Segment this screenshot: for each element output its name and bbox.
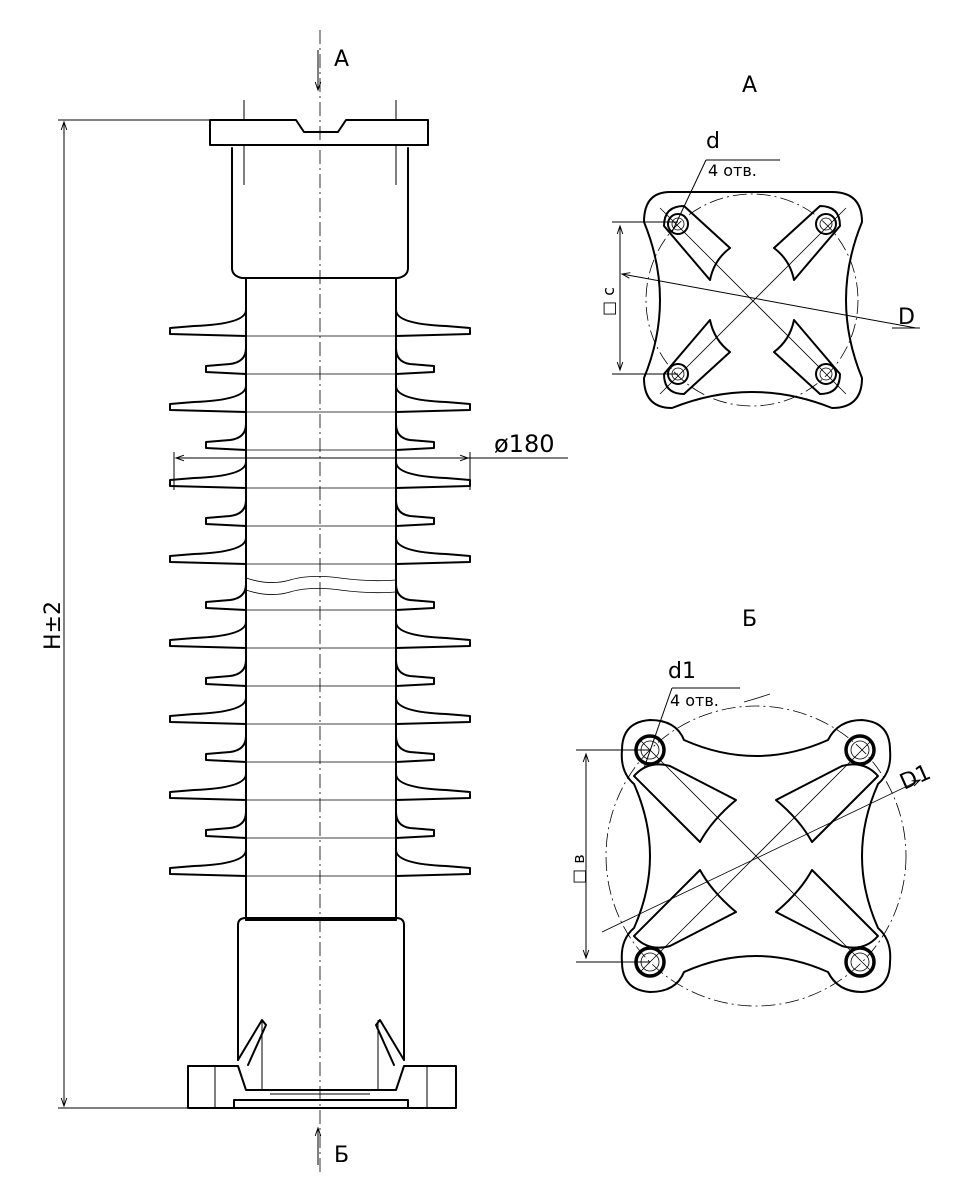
shed-group <box>169 309 471 877</box>
small-shed <box>205 583 435 611</box>
view-a-title: A <box>742 73 757 98</box>
insulator-side-view: A Б <box>41 30 568 1175</box>
top-fitting <box>231 147 409 279</box>
view-b-square-label: □ в <box>569 854 588 884</box>
large-shed <box>169 621 471 649</box>
view-a: A d 4 отв. D <box>599 73 920 409</box>
small-shed <box>205 659 435 687</box>
small-shed <box>205 423 435 451</box>
view-b-hole-label: d1 <box>668 659 696 684</box>
bottom-flange <box>187 1065 457 1109</box>
section-marker-a-label: A <box>334 47 349 72</box>
small-shed <box>205 735 435 763</box>
large-shed <box>169 773 471 801</box>
view-b-pcd-circle <box>605 705 907 1007</box>
view-a-hole-label: d <box>706 129 720 154</box>
view-b-title: Б <box>742 607 757 632</box>
view-a-square-label: □ c <box>599 287 618 316</box>
small-shed <box>205 499 435 527</box>
small-shed <box>205 347 435 375</box>
gusset-right <box>375 1019 405 1066</box>
view-b-hole-count: 4 отв. <box>670 691 719 710</box>
height-dimension: H±2 <box>41 119 210 1109</box>
view-a-slots <box>663 205 841 395</box>
view-a-hole-count: 4 отв. <box>708 161 757 180</box>
top-flange <box>209 119 429 146</box>
small-shed <box>205 811 435 839</box>
height-dimension-label: H±2 <box>41 601 66 650</box>
large-shed <box>169 537 471 565</box>
section-marker-b-bottom: Б <box>314 1126 349 1168</box>
bottom-fitting <box>237 917 405 1061</box>
diameter-dimension-label: ø180 <box>494 430 555 458</box>
large-shed <box>169 309 471 337</box>
large-shed <box>169 385 471 413</box>
view-b-bolt-holes <box>634 734 876 978</box>
view-b: Б d1 4 отв. D1 <box>569 607 935 1007</box>
view-a-pcd-label: D <box>898 305 915 330</box>
view-a-pcd-circle <box>645 193 859 407</box>
view-a-bolt-holes <box>667 213 837 385</box>
section-marker-a-top: A <box>314 47 349 92</box>
view-b-pcd-label: D1 <box>896 760 934 795</box>
gusset-left <box>237 1019 267 1066</box>
large-shed <box>169 697 471 725</box>
section-marker-b-label: Б <box>334 1143 349 1168</box>
large-shed <box>169 849 471 877</box>
view-a-flange-outline <box>643 191 863 409</box>
break-line <box>245 576 397 583</box>
view-b-flange-outline <box>620 719 892 993</box>
diameter-dimension: ø180 <box>173 430 568 490</box>
view-b-slots <box>633 763 879 949</box>
